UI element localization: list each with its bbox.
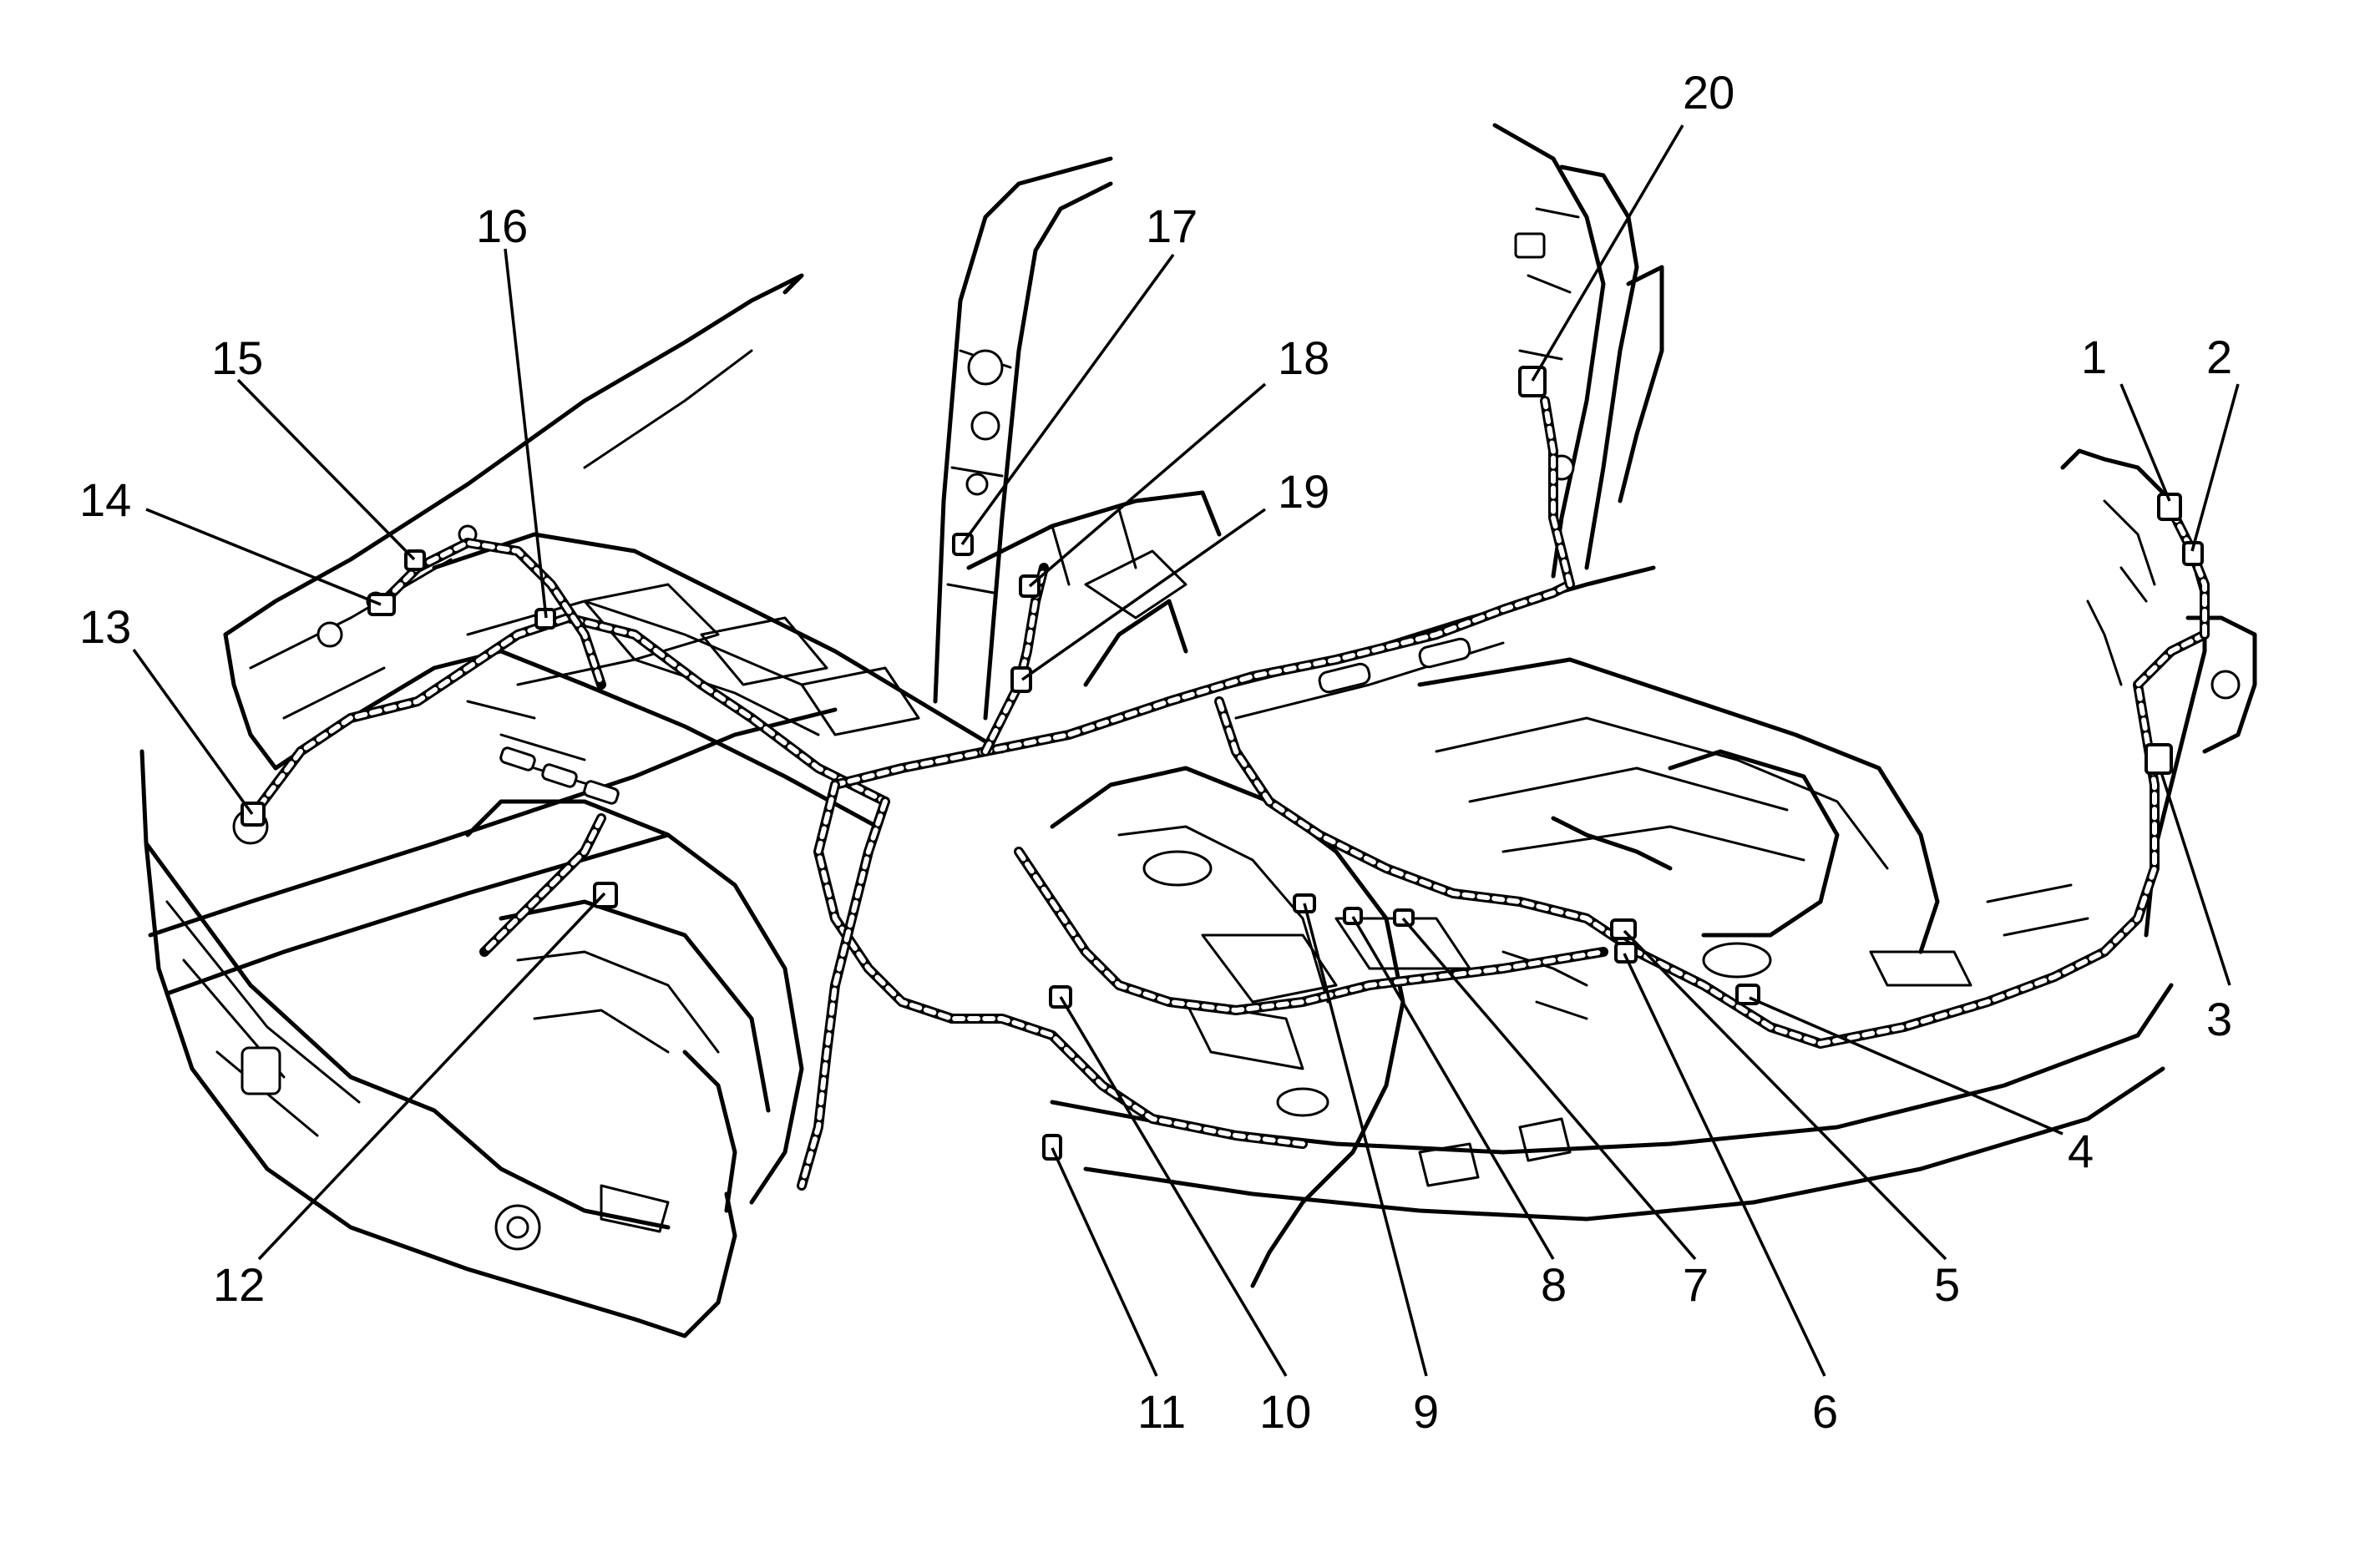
harness-lower-left (797, 797, 890, 1191)
front-wheelhouse (465, 799, 804, 1205)
connector-20 (1518, 366, 1547, 397)
leader-10 (1059, 996, 1288, 1377)
connector-3 (2145, 743, 2173, 775)
callout-17: 17 (1146, 200, 1198, 252)
harness-cowl (830, 579, 1575, 790)
leader-11 (1051, 1147, 1158, 1377)
callout-1: 1 (2081, 331, 2107, 383)
leader-6 (1623, 953, 1826, 1377)
callout-16: 16 (476, 200, 528, 252)
dash-panel (432, 532, 1005, 754)
connector-6 (1614, 942, 1638, 964)
harness-left-front (246, 613, 890, 823)
connectors (241, 366, 2204, 1161)
leader-19 (1020, 508, 1267, 681)
right-b-pillar (1492, 123, 1606, 579)
callout-3: 3 (2206, 993, 2232, 1045)
connector-1 (2157, 493, 2182, 521)
leader-16 (504, 248, 548, 619)
leader-lines (132, 124, 2240, 1377)
leader-2 (2190, 383, 2240, 552)
callout-11: 11 (1137, 1385, 1186, 1438)
callout-4: 4 (2068, 1125, 2094, 1177)
front-bumper-face (144, 841, 671, 1230)
connector-19 (1010, 666, 1032, 693)
leader-1 (2119, 383, 2171, 502)
left-frame-rail (148, 707, 838, 938)
left-a-pillar (933, 156, 1113, 704)
callout-14: 14 (79, 473, 131, 526)
left-fender-apron (223, 273, 804, 637)
leader-7 (1401, 917, 1697, 1261)
connector-5 (1610, 918, 1637, 940)
callout-6: 6 (1812, 1385, 1838, 1438)
harness-front-lower (813, 780, 1308, 1149)
callout-8: 8 (1541, 1258, 1567, 1311)
leader-4 (1749, 996, 2064, 1136)
leader-13 (132, 648, 254, 816)
leader-3 (2160, 771, 2231, 986)
callout-5: 5 (1934, 1258, 1960, 1311)
cowl-top (966, 490, 1222, 570)
vehicle-body-structure (139, 123, 2257, 1338)
callout-20: 20 (1683, 66, 1734, 119)
leader-14 (145, 508, 382, 606)
leader-5 (1623, 929, 1947, 1261)
callout-19: 19 (1278, 465, 1329, 518)
front-end-panel (139, 749, 737, 1338)
callout-15: 15 (211, 331, 263, 384)
callout-7: 7 (1683, 1258, 1709, 1311)
callout-13: 13 (79, 600, 131, 653)
leader-8 (1351, 916, 1555, 1260)
connector-12 (593, 882, 618, 908)
leader-12 (257, 892, 606, 1261)
leader-9 (1303, 903, 1428, 1377)
leader-18 (1028, 382, 1267, 588)
leader-15 (236, 378, 416, 561)
callout-2: 2 (2206, 331, 2232, 383)
floor-tunnel (1050, 766, 1405, 1288)
callout-18: 18 (1278, 331, 1329, 384)
connector-8 (1343, 907, 1363, 925)
leader-20 (1531, 124, 1684, 382)
connector-7 (1393, 908, 1415, 927)
callout-labels: 1 2 3 4 5 6 7 8 9 10 11 12 13 14 15 16 1… (79, 66, 2232, 1438)
rear-floor-pan (1417, 657, 1940, 954)
callout-10: 10 (1259, 1385, 1311, 1438)
connector-11 (1042, 1134, 1062, 1161)
callout-9: 9 (1413, 1385, 1439, 1438)
leader-17 (960, 253, 1175, 546)
connector-14 (367, 593, 396, 616)
callout-12: 12 (213, 1258, 265, 1311)
